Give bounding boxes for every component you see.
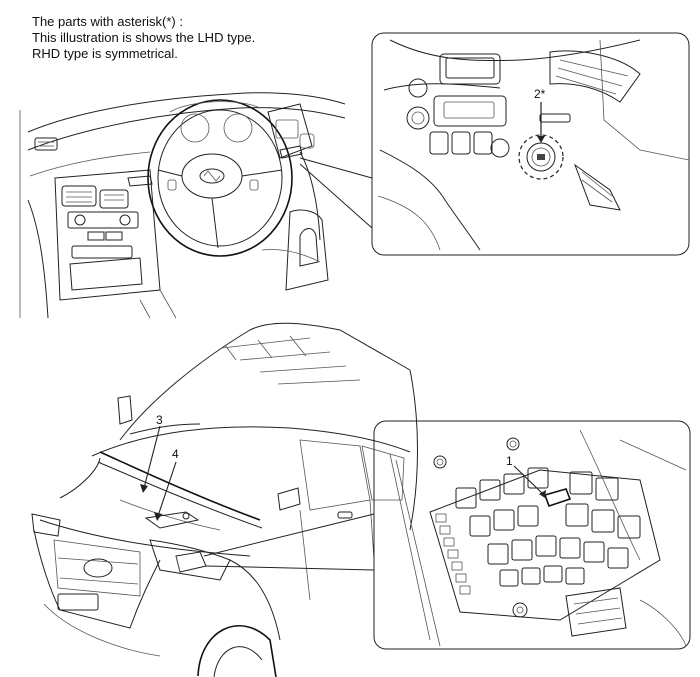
inset-frame-top [371, 32, 690, 256]
gear-shifter [299, 228, 319, 267]
leader-dash-inset-upper [299, 157, 373, 179]
start-button-highlight [518, 134, 564, 180]
hyundai-front-logo-icon [83, 558, 113, 578]
hyundai-logo-icon [199, 168, 225, 184]
audio-panel [433, 95, 507, 127]
knob-left-upper [408, 78, 428, 98]
hvac-panel [67, 211, 139, 229]
vehicle-exterior-illustration [31, 322, 418, 677]
left-vent [34, 137, 58, 151]
harness-connector [565, 587, 627, 637]
washer-nozzle [144, 511, 200, 529]
leader-engine-inset-upper [203, 513, 375, 557]
target-relay [543, 488, 572, 508]
relay-box-body [429, 469, 661, 621]
leader-3 [143, 425, 161, 489]
right-vent [549, 50, 641, 103]
cowl-top [99, 451, 261, 521]
leader-engine-inset-lower [205, 565, 375, 571]
side-mirror-left [117, 395, 133, 425]
side-mirror-right [277, 487, 301, 511]
center-vent-right [99, 189, 129, 209]
leader-4 [157, 461, 177, 517]
callout-4: 4 [172, 447, 179, 461]
inset-relay-box: 1 [373, 420, 691, 650]
note-line-1: The parts with asterisk(*) : [32, 14, 183, 29]
callout-3: 3 [156, 413, 163, 427]
steering-wheel [147, 99, 293, 257]
inset-start-button: 2* [371, 32, 690, 256]
bolt-lower [512, 602, 528, 618]
headlamp-right [149, 539, 231, 581]
knob-left-lower [406, 106, 430, 130]
inset-frame-bottom [373, 420, 691, 650]
note-line-3: RHD type is symmetrical. [32, 46, 178, 61]
note-block: The parts with asterisk(*) : This illust… [32, 14, 255, 62]
note-line-2: This illustration is shows the LHD type. [32, 30, 256, 45]
dashboard-illustration [19, 92, 346, 319]
license-plate [57, 593, 99, 611]
bolt-upper-center [506, 437, 520, 451]
center-vent-left [61, 185, 97, 207]
engine-room-box [175, 551, 207, 573]
front-grille [53, 539, 141, 597]
fuse-strip [435, 513, 471, 595]
front-wheel [197, 624, 277, 677]
lower-vent [573, 163, 621, 211]
callout-2: 2* [534, 87, 546, 101]
leader-dash-inset-lower [299, 163, 373, 229]
bolt-upper-left [433, 455, 447, 469]
relay-grid [455, 467, 641, 587]
headlamp-left [31, 513, 61, 537]
leader-1 [513, 465, 544, 495]
callout-1: 1 [506, 454, 513, 468]
